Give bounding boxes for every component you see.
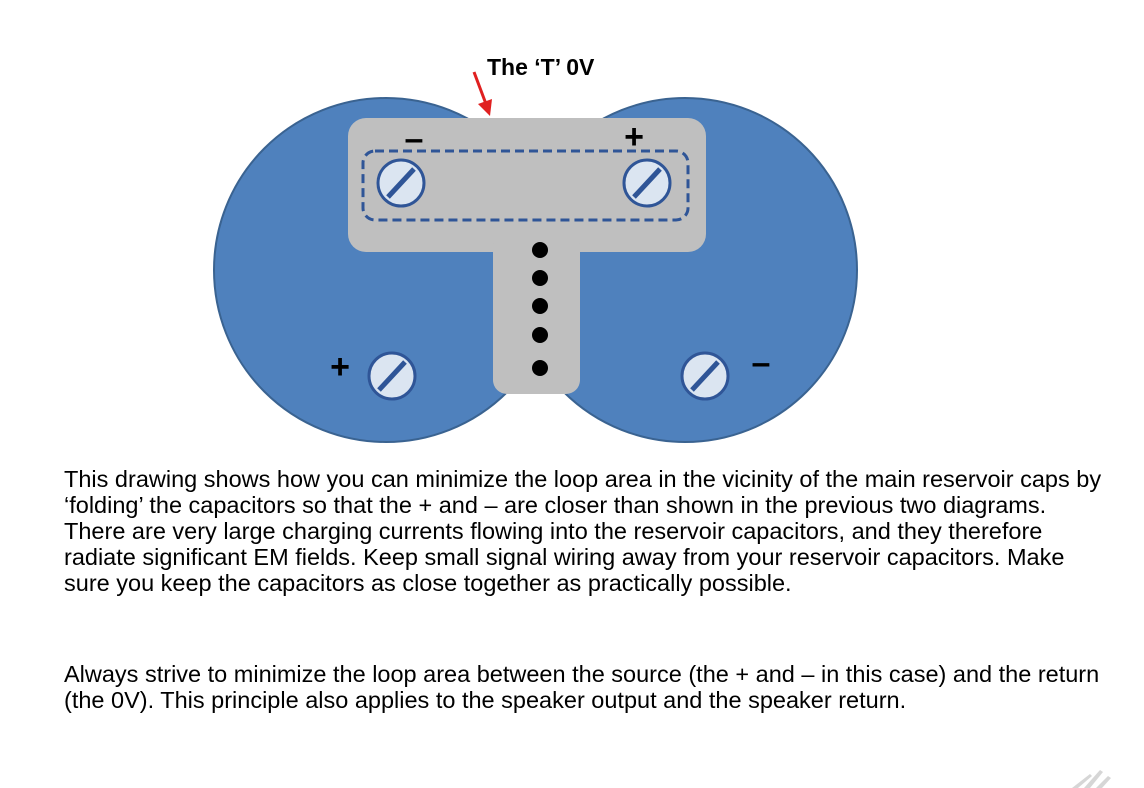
- dot-icon: [532, 242, 548, 258]
- dot-column: [532, 242, 548, 376]
- dashed-outline: [361, 149, 690, 222]
- corner-logo-icon: [1072, 770, 1111, 788]
- dot-icon: [532, 360, 548, 376]
- t-bar-minus-label: –: [405, 120, 424, 158]
- dot-icon: [532, 298, 548, 314]
- capacitor-diagram: – + + – The ‘T’ 0V: [213, 54, 858, 443]
- screw-icon: [622, 158, 672, 208]
- right-cap-minus-label: –: [752, 344, 771, 382]
- screw-icon: [680, 351, 730, 401]
- t-bar-plus-label: +: [624, 118, 644, 156]
- caption-paragraph-2: Always strive to minimize the loop area …: [64, 661, 1100, 713]
- red-arrow-icon: [472, 71, 492, 116]
- caption-paragraph-1: This drawing shows how you can minimize …: [64, 466, 1102, 596]
- diagram-title: The ‘T’ 0V: [487, 54, 595, 80]
- screw-icon: [367, 351, 417, 401]
- left-cap-plus-label: +: [330, 348, 350, 386]
- dot-icon: [532, 270, 548, 286]
- screw-icon: [376, 158, 426, 208]
- dot-icon: [532, 327, 548, 343]
